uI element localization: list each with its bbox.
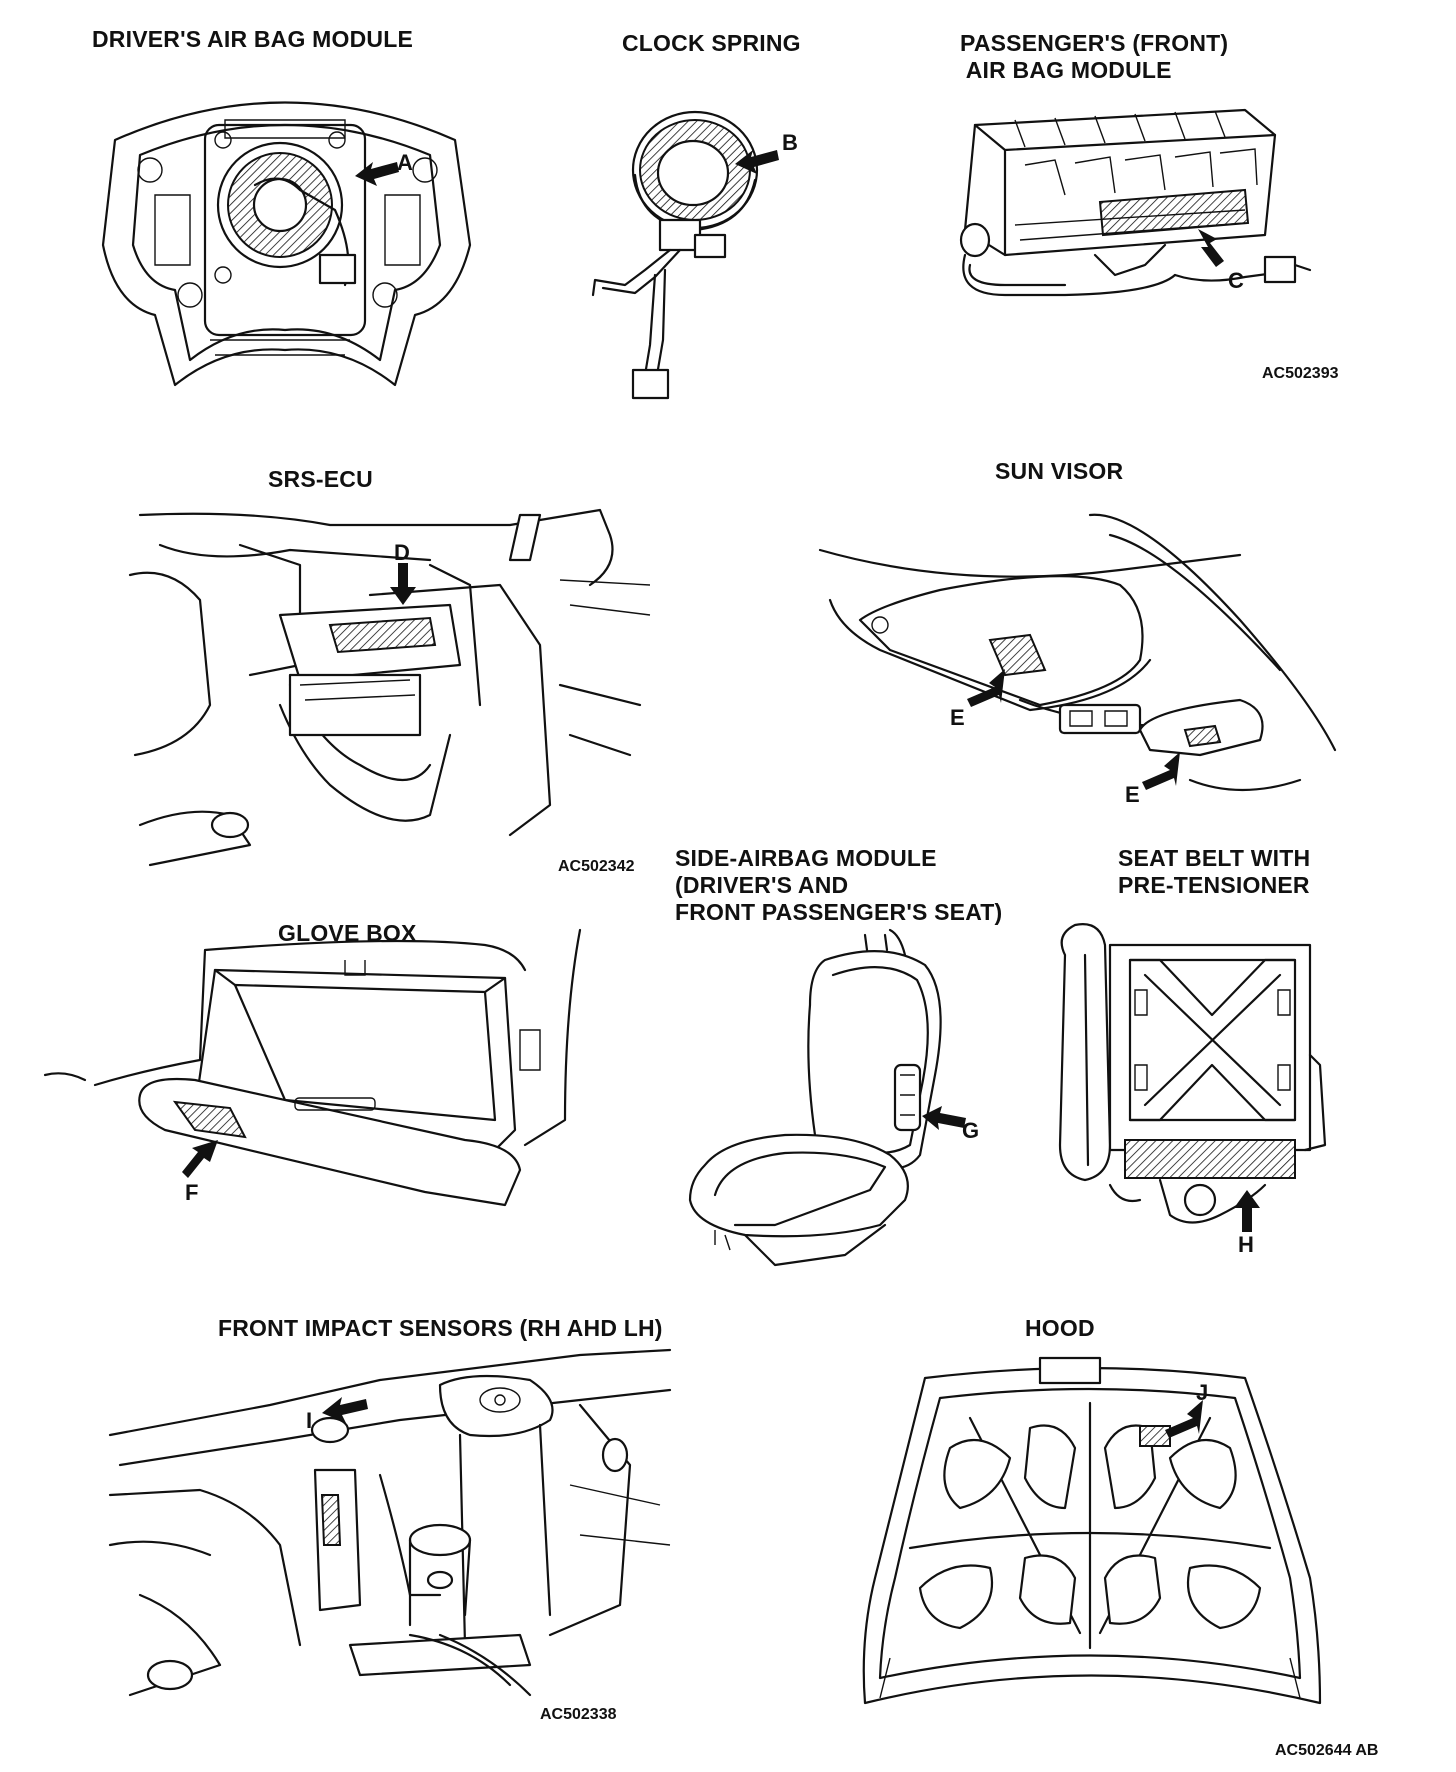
passenger-airbag-figure-code: AC502393 — [1262, 365, 1339, 382]
driver-airbag-title: DRIVER'S AIR BAG MODULE — [92, 26, 414, 52]
srs-ecu-illustration — [130, 505, 650, 870]
side-airbag-title: SIDE-AIRBAG MODULE (DRIVER'S AND FRONT P… — [675, 845, 1003, 926]
marker-g: G — [962, 1118, 980, 1143]
marker-h: H — [1238, 1232, 1254, 1257]
callout-arrow-e-right — [1142, 752, 1180, 790]
impact-sensors-figure-code: AC502338 — [540, 1706, 617, 1723]
impact-sensors-title: FRONT IMPACT SENSORS (RH AHD LH) — [218, 1315, 663, 1341]
driver-airbag-illustration — [95, 85, 480, 400]
callout-arrow-f — [182, 1140, 218, 1178]
marker-j: J — [1196, 1380, 1209, 1405]
callout-arrow-g — [922, 1106, 966, 1130]
callout-arrow-e-left — [967, 669, 1005, 707]
hood-illustration — [850, 1358, 1330, 1743]
marker-e-left: E — [950, 705, 965, 730]
figure-code: AC502644 AB — [1275, 1742, 1379, 1759]
srs-ecu-title: SRS-ECU — [268, 466, 373, 492]
marker-d: D — [394, 540, 410, 565]
callout-arrow-d — [390, 563, 416, 605]
sun-visor-illustration — [820, 510, 1340, 810]
side-airbag-illustration — [685, 935, 965, 1270]
clock-spring-illustration — [585, 105, 770, 405]
callout-arrow-c — [1198, 229, 1224, 267]
sun-visor-title: SUN VISOR — [995, 458, 1124, 484]
callout-arrow-i — [322, 1397, 368, 1423]
marker-i: I — [306, 1408, 313, 1433]
callout-arrow-a — [355, 162, 399, 186]
callout-arrow-h — [1234, 1190, 1260, 1232]
passenger-airbag-title: PASSENGER'S (FRONT) AIR BAG MODULE — [960, 30, 1229, 84]
marker-a: A — [397, 150, 413, 175]
seat-belt-illustration — [1050, 915, 1335, 1235]
marker-f: F — [185, 1180, 199, 1205]
hood-title: HOOD — [1025, 1315, 1095, 1341]
marker-b: B — [782, 130, 798, 155]
seat-belt-title: SEAT BELT WITH PRE-TENSIONER — [1118, 845, 1311, 899]
callout-arrow-j — [1165, 1400, 1203, 1438]
srs-ecu-figure-code: AC502342 — [558, 858, 635, 875]
callout-arrow-b — [735, 150, 779, 174]
marker-c: C — [1228, 268, 1244, 293]
marker-e-right: E — [1125, 782, 1140, 807]
impact-sensors-illustration — [110, 1345, 680, 1700]
passenger-airbag-illustration — [945, 105, 1335, 340]
glove-box-illustration — [45, 930, 615, 1220]
clock-spring-title: CLOCK SPRING — [622, 30, 801, 56]
